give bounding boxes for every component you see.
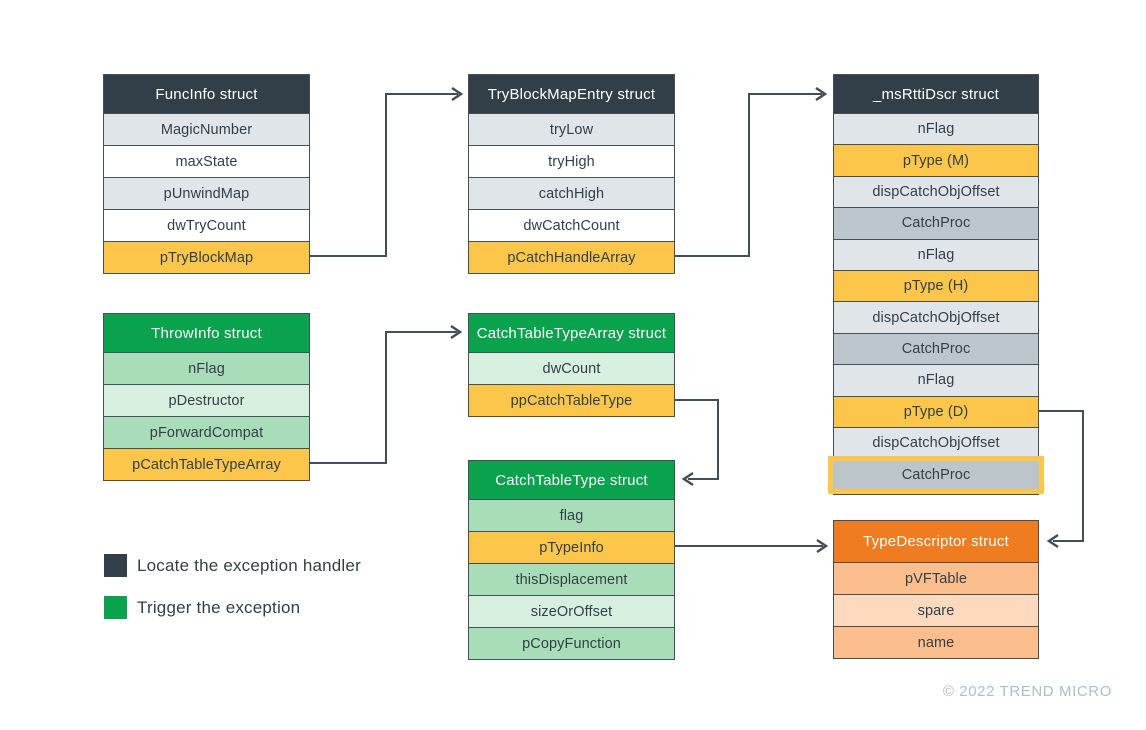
struct-row: pUnwindMap [104,177,309,209]
struct-table-catchtabletypearray: CatchTableTypeArray struct dwCount ppCat… [468,313,675,417]
struct-row: pCopyFunction [469,627,674,659]
struct-header: _msRttiDscr struct [834,75,1038,113]
struct-row-pointer: ppCatchTableType [469,384,674,416]
struct-header: TypeDescriptor struct [834,521,1038,562]
struct-row: name [834,626,1038,658]
struct-row: catchHigh [469,177,674,209]
legend-label: Trigger the exception [137,597,301,617]
legend: Locate the exception handler Trigger the… [104,554,361,638]
struct-row: tryLow [469,113,674,145]
struct-row: dwCount [469,352,674,384]
struct-row: pForwardCompat [104,416,309,448]
struct-row-highlighted: CatchProc [828,456,1044,495]
struct-row: sizeOrOffset [469,595,674,627]
struct-row: dwCatchCount [469,209,674,241]
arrow-pcatchhandlearray-to-msrttidscr [675,86,828,257]
arrow-pcatchtabletypearray-to-catchtabletypearray [310,324,463,464]
struct-row-pointer: pType (M) [834,144,1038,176]
struct-row: thisDisplacement [469,563,674,595]
struct-table-throwinfo: ThrowInfo struct nFlag pDestructor pForw… [103,313,310,481]
legend-swatch-dark [104,554,127,577]
struct-row: nFlag [834,113,1038,145]
struct-row-pointer: pCatchHandleArray [469,241,674,273]
struct-row: nFlag [834,238,1038,270]
struct-header: TryBlockMapEntry struct [469,75,674,113]
legend-item-trigger-exception: Trigger the exception [104,596,361,619]
struct-row: CatchProc [834,332,1038,365]
struct-header: ThrowInfo struct [104,314,309,352]
struct-row: dispCatchObjOffset [834,426,1038,459]
legend-label: Locate the exception handler [137,555,361,575]
struct-row-pointer: pTypeInfo [469,531,674,563]
struct-header: FuncInfo struct [104,75,309,113]
struct-row: dispCatchObjOffset [834,175,1038,208]
arrow-ptryblockmap-to-tryblockmapentry [310,86,464,257]
copyright-notice: © 2022 TREND MICRO [942,683,1112,700]
struct-row: MagicNumber [104,113,309,145]
struct-row: dwTryCount [104,209,309,241]
struct-header: CatchTableType struct [469,461,674,499]
struct-table-msrttidscr: _msRttiDscr struct nFlag pType (M) dispC… [828,74,1044,496]
struct-row: maxState [104,145,309,177]
struct-table-tryblockmapentry: TryBlockMapEntry struct tryLow tryHigh c… [468,74,675,274]
struct-table-typedescriptor: TypeDescriptor struct pVFTable spare nam… [833,520,1039,659]
arrow-ptypeinfo-to-typedescriptor [675,538,829,554]
struct-row-pointer: pType (D) [834,395,1038,427]
struct-row: spare [834,594,1038,626]
arrow-ptyped-to-typedescriptor [1039,410,1084,549]
legend-item-locate-handler: Locate the exception handler [104,554,361,577]
struct-header: CatchTableTypeArray struct [469,314,674,352]
struct-row: dispCatchObjOffset [834,301,1038,333]
struct-row: tryHigh [469,145,674,177]
struct-row: CatchProc [834,207,1038,239]
arrow-ppcatchtabletype-to-catchtabletype [675,399,719,487]
struct-row: nFlag [104,352,309,384]
struct-row-pointer: pType (H) [834,269,1038,302]
struct-row: pDestructor [104,384,309,416]
legend-swatch-green [104,596,127,619]
struct-table-catchtabletype: CatchTableType struct flag pTypeInfo thi… [468,460,675,660]
struct-row-pointer: pCatchTableTypeArray [104,448,309,480]
struct-row: nFlag [834,364,1038,396]
struct-row: flag [469,499,674,531]
struct-row: pVFTable [834,562,1038,594]
struct-row-pointer: pTryBlockMap [104,241,309,273]
struct-table-funcinfo: FuncInfo struct MagicNumber maxState pUn… [103,74,310,274]
